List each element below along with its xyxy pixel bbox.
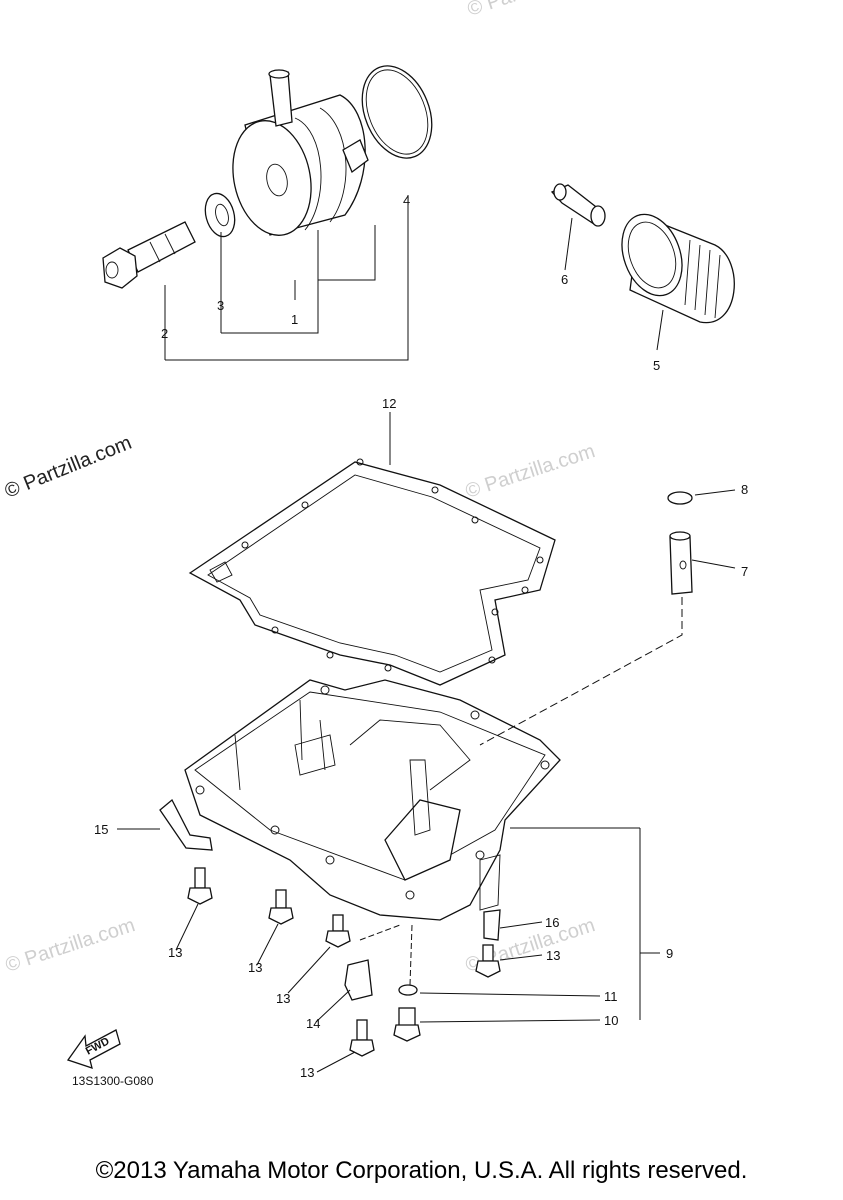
callout-3: 3 [217, 298, 224, 313]
watermark: © Partzilla.com [3, 914, 138, 977]
oil-cooler-assembly [232, 69, 369, 236]
callout-11: 11 [604, 989, 618, 1004]
watermark: © Partzilla.com [2, 432, 135, 503]
o-ring-8 [667, 491, 693, 505]
callout-16: 16 [545, 915, 559, 930]
callout-2: 2 [161, 326, 168, 341]
callout-10: 10 [604, 1013, 618, 1028]
callout-13: 13 [248, 960, 262, 975]
callout-6: 6 [561, 272, 568, 287]
watermark: © Partzilla.com [463, 440, 598, 503]
oil-pan-gasket-12 [188, 458, 556, 686]
bolt-13 [349, 1019, 375, 1057]
washer-3 [204, 192, 236, 238]
o-ring-4 [361, 65, 433, 159]
union-bolt-2 [102, 221, 196, 289]
clip-16 [483, 909, 501, 941]
callout-13: 13 [546, 948, 560, 963]
bolt-13 [475, 944, 501, 978]
union-bolt-6 [550, 183, 606, 227]
bracket-15 [159, 798, 213, 851]
callout-14: 14 [306, 1016, 320, 1031]
diagram-code: 13S1300-G080 [72, 1074, 154, 1088]
callout-13: 13 [168, 945, 182, 960]
callout-5: 5 [653, 358, 660, 373]
bracket-14 [344, 959, 373, 1001]
leader-lines [117, 195, 736, 1073]
copyright-notice: ©2013 Yamaha Motor Corporation, U.S.A. A… [95, 1157, 748, 1184]
fwd-arrow-icon: FWD [66, 1029, 121, 1069]
bolt-13 [325, 914, 351, 948]
oil-pan [184, 679, 561, 921]
callout-8: 8 [741, 482, 748, 497]
callout-9: 9 [666, 946, 673, 961]
bolt-13 [187, 867, 213, 905]
callout-7: 7 [741, 564, 748, 579]
callout-1: 1 [291, 312, 298, 327]
watermark: © Partzilla.com [465, 0, 600, 21]
callout-15: 15 [94, 822, 108, 837]
oil-filter-5 [621, 213, 735, 324]
gasket-11 [398, 984, 418, 996]
bolt-13 [268, 889, 294, 925]
callout-13: 13 [276, 991, 290, 1006]
oil-delivery-pipe-7 [669, 531, 693, 595]
callouts: 1 2 3 4 5 6 7 8 9 10 11 12 13 13 13 13 1… [94, 193, 748, 1080]
callout-12: 12 [382, 396, 396, 411]
callout-13: 13 [300, 1065, 314, 1080]
drain-bolt-10 [393, 1007, 421, 1042]
callout-4: 4 [403, 193, 410, 208]
